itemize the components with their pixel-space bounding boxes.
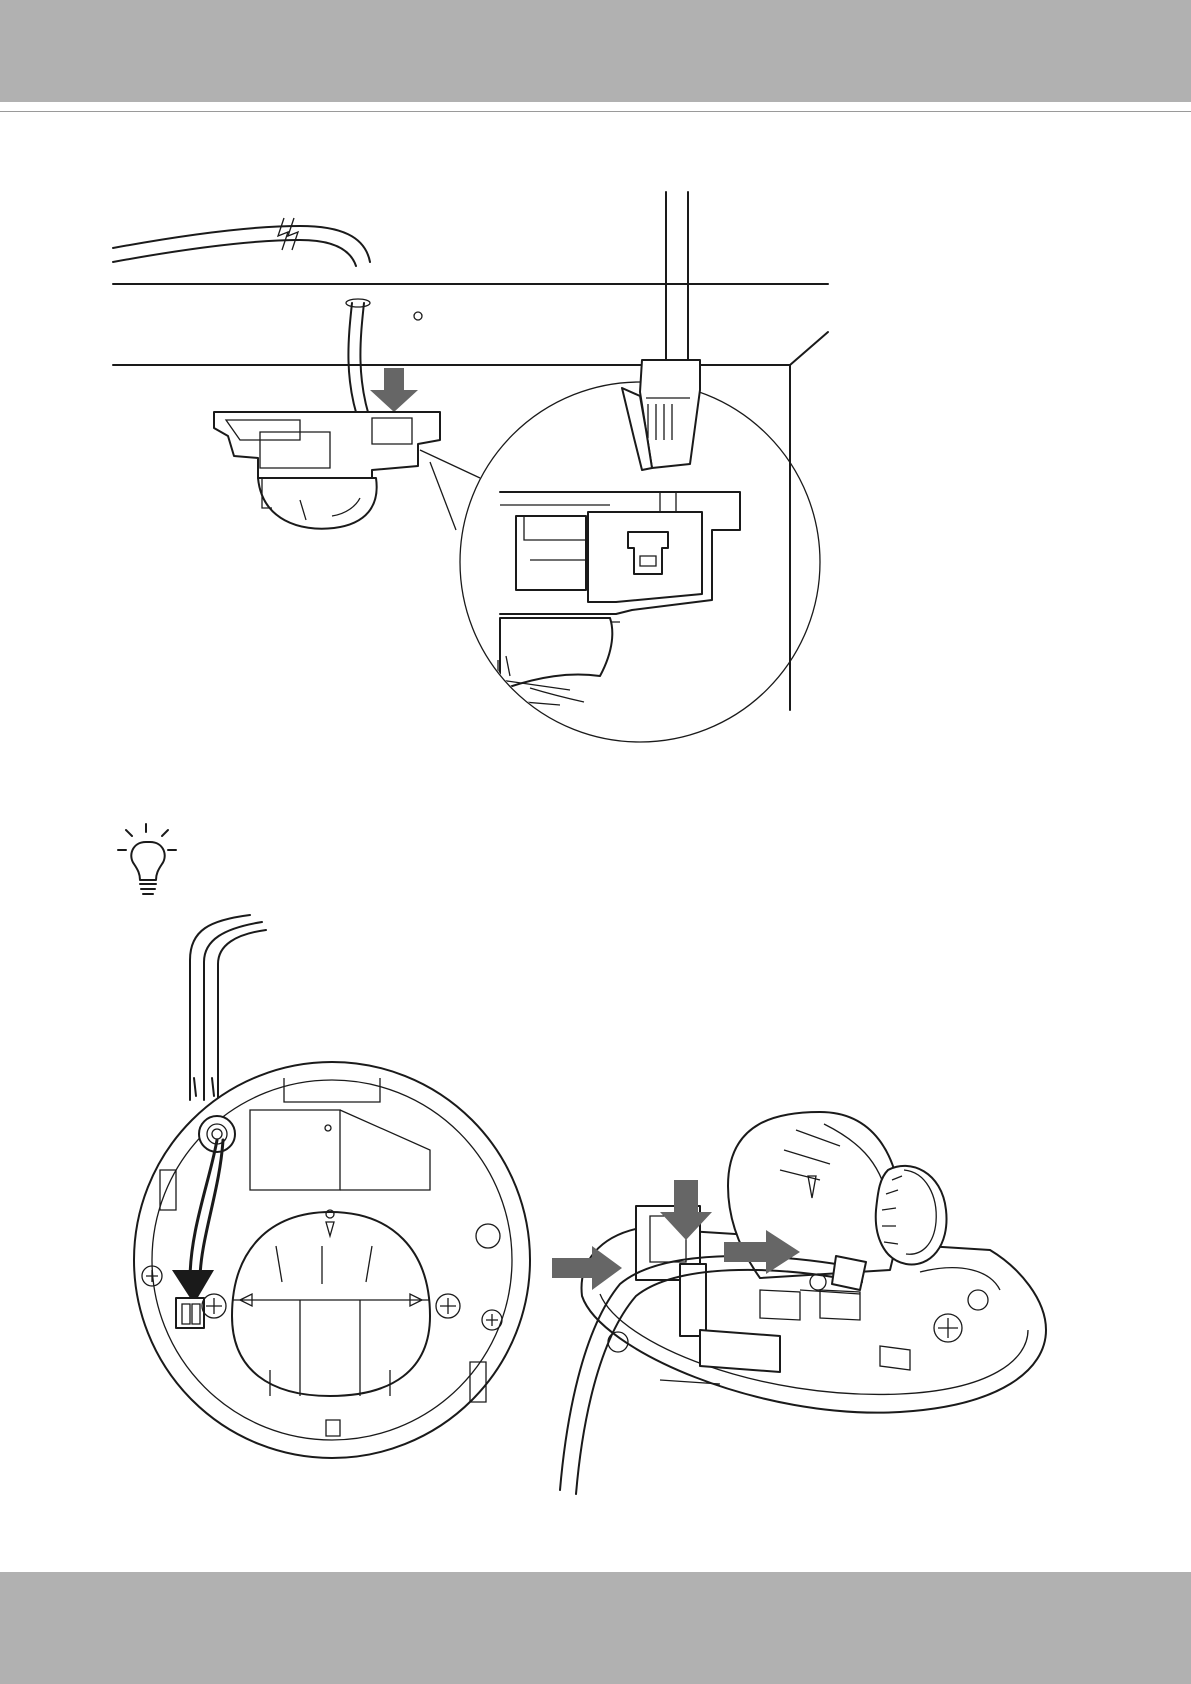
- ceiling-slab: [113, 284, 828, 710]
- rj45-port-icon: [628, 532, 668, 574]
- insert-arrow-icon: [370, 368, 418, 412]
- camera-base-top-view: [134, 915, 530, 1458]
- small-camera-unit: [214, 412, 440, 529]
- page-footer-band: [0, 1572, 1191, 1684]
- ceiling-installation-figure: [113, 192, 828, 742]
- lightbulb-icon: [118, 824, 176, 894]
- ethernet-cable: [622, 192, 700, 470]
- camera-perspective-view: [552, 1112, 1046, 1494]
